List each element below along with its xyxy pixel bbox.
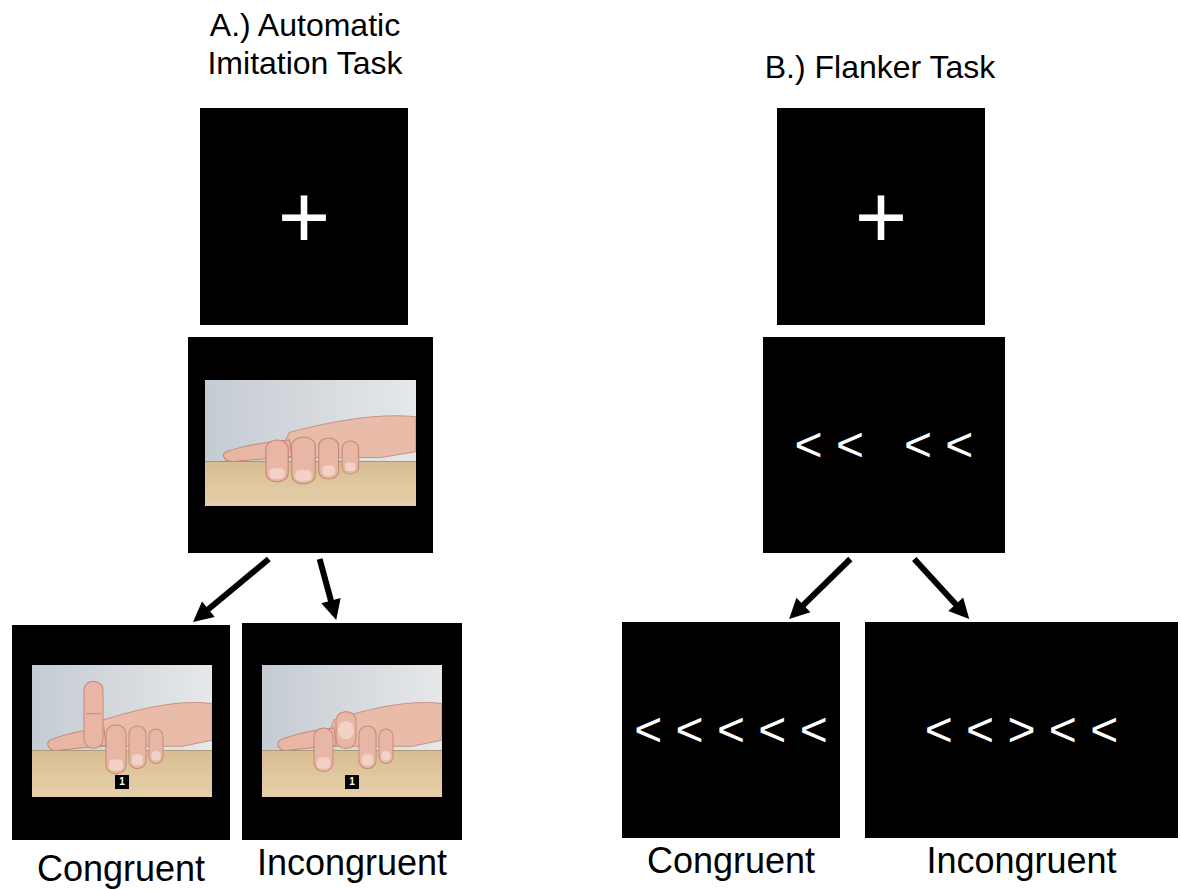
- trial-box: < < < < <Congruent: [622, 622, 840, 838]
- trial-box: < < > < <Incongruent: [865, 622, 1178, 838]
- condition-label: Incongruent: [257, 842, 447, 883]
- fixation-cross: +: [278, 172, 331, 262]
- trial-box: 1Incongruent: [242, 623, 462, 840]
- finger-cue: 1: [115, 775, 129, 789]
- fixation-cross: +: [855, 172, 908, 262]
- fixation-box: +: [200, 108, 408, 325]
- condition-label: Congruent: [647, 840, 815, 881]
- arrow-shaft: [802, 559, 850, 606]
- condition-label: Congruent: [37, 848, 205, 889]
- flow-arrow: [193, 559, 269, 622]
- panel-title: B.) Flanker Task: [700, 48, 1060, 86]
- stimulus-box: [188, 337, 433, 553]
- flow-arrow: [914, 559, 969, 619]
- arrow-head: [193, 602, 215, 622]
- hand-photo: [205, 380, 416, 506]
- panel-title: A.) Automatic Imitation Task: [175, 6, 435, 83]
- flanker-box: < < < <: [763, 337, 1005, 553]
- arrow-head: [948, 597, 969, 619]
- flanker-arrows: < < < < <: [634, 706, 828, 754]
- trial-box: 1Congruent: [12, 625, 230, 840]
- finger-cue: 1: [345, 775, 359, 789]
- flanker-arrows: < < < <: [795, 421, 974, 469]
- flanker-arrows: < < > < <: [925, 706, 1119, 754]
- flow-arrow: [320, 559, 341, 620]
- arrow-head: [321, 598, 340, 620]
- arrow-shaft: [914, 559, 957, 606]
- arrow-shaft: [320, 559, 332, 603]
- flow-arrow: [789, 559, 850, 619]
- condition-label: Incongruent: [926, 840, 1116, 881]
- arrow-head: [789, 598, 810, 619]
- arrow-shaft: [207, 559, 269, 610]
- fixation-box: +: [777, 108, 985, 325]
